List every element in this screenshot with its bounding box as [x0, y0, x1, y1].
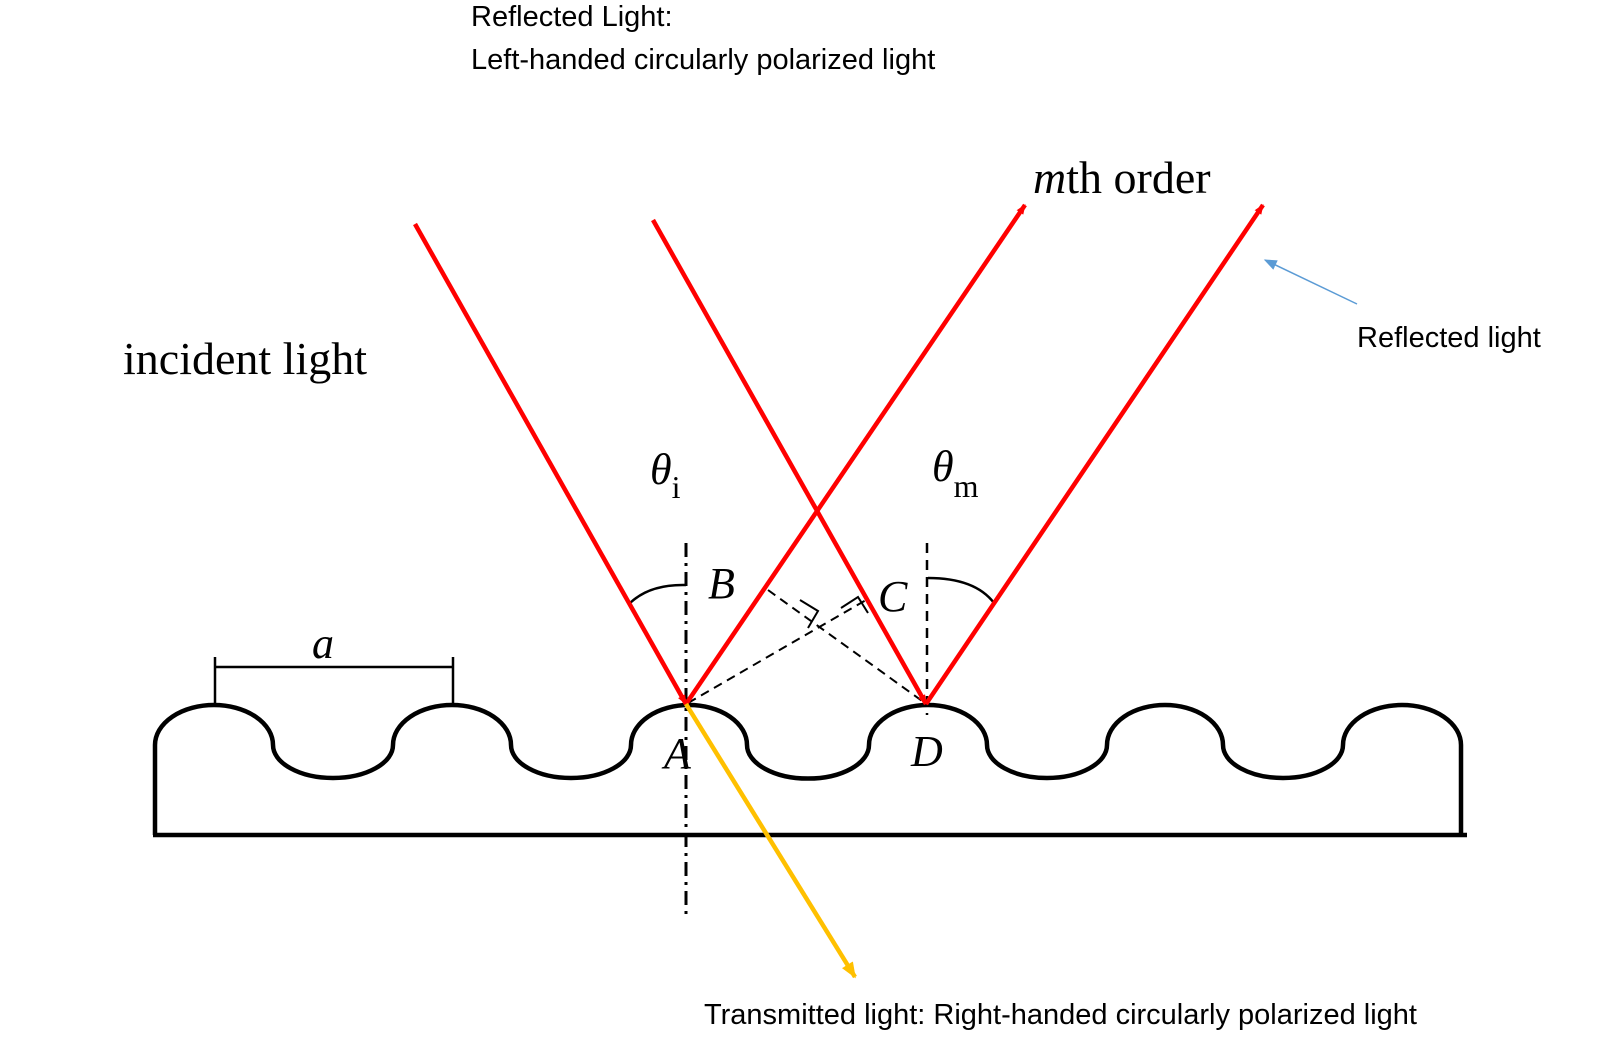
- theta-m-label: θm: [932, 442, 979, 504]
- period-label: a: [312, 619, 334, 668]
- reflected-light-pointer-arrow: [1263, 259, 1358, 305]
- right-angle-marker-c: [840, 595, 869, 614]
- theta-m-symbol: θ: [932, 442, 954, 491]
- point-b-label: B: [708, 559, 735, 608]
- mth-order-label: mth order: [1033, 152, 1211, 203]
- point-d-label: D: [910, 727, 943, 776]
- incident-ray-1: [413, 222, 688, 706]
- right-angle-marker-b: [799, 599, 820, 629]
- reflected-ray-1: [684, 203, 1027, 706]
- theta-i-symbol: θ: [650, 445, 672, 494]
- reflected-light-title: Reflected Light:: [471, 1, 673, 33]
- period-scale-bar: [213, 657, 455, 705]
- reflected-light-label: Reflected light: [1357, 322, 1541, 354]
- point-a-label: A: [661, 729, 692, 778]
- path-difference-line-ac: [687, 599, 867, 704]
- theta-i-subscript: i: [672, 469, 681, 505]
- reflected-ray-2: [924, 203, 1265, 706]
- theta-m-subscript: m: [954, 468, 979, 504]
- path-difference-line-bd: [767, 589, 926, 704]
- incident-ray-2: [651, 218, 928, 706]
- transmitted-light-label: Transmitted light: Right-handed circular…: [704, 999, 1417, 1031]
- mth-order-m: m: [1033, 152, 1066, 203]
- angle-arc-theta-i: [629, 583, 687, 604]
- point-c-label: C: [878, 572, 908, 621]
- theta-i-label: θi: [650, 445, 681, 505]
- transmitted-ray: [684, 702, 857, 979]
- angle-arc-theta-m: [927, 576, 995, 604]
- mth-order-rest: th order: [1066, 152, 1210, 203]
- reflected-light-polarization: Left-handed circularly polarized light: [471, 44, 935, 76]
- grating-surface: [152, 702, 1464, 835]
- incident-light-label: incident light: [123, 333, 367, 384]
